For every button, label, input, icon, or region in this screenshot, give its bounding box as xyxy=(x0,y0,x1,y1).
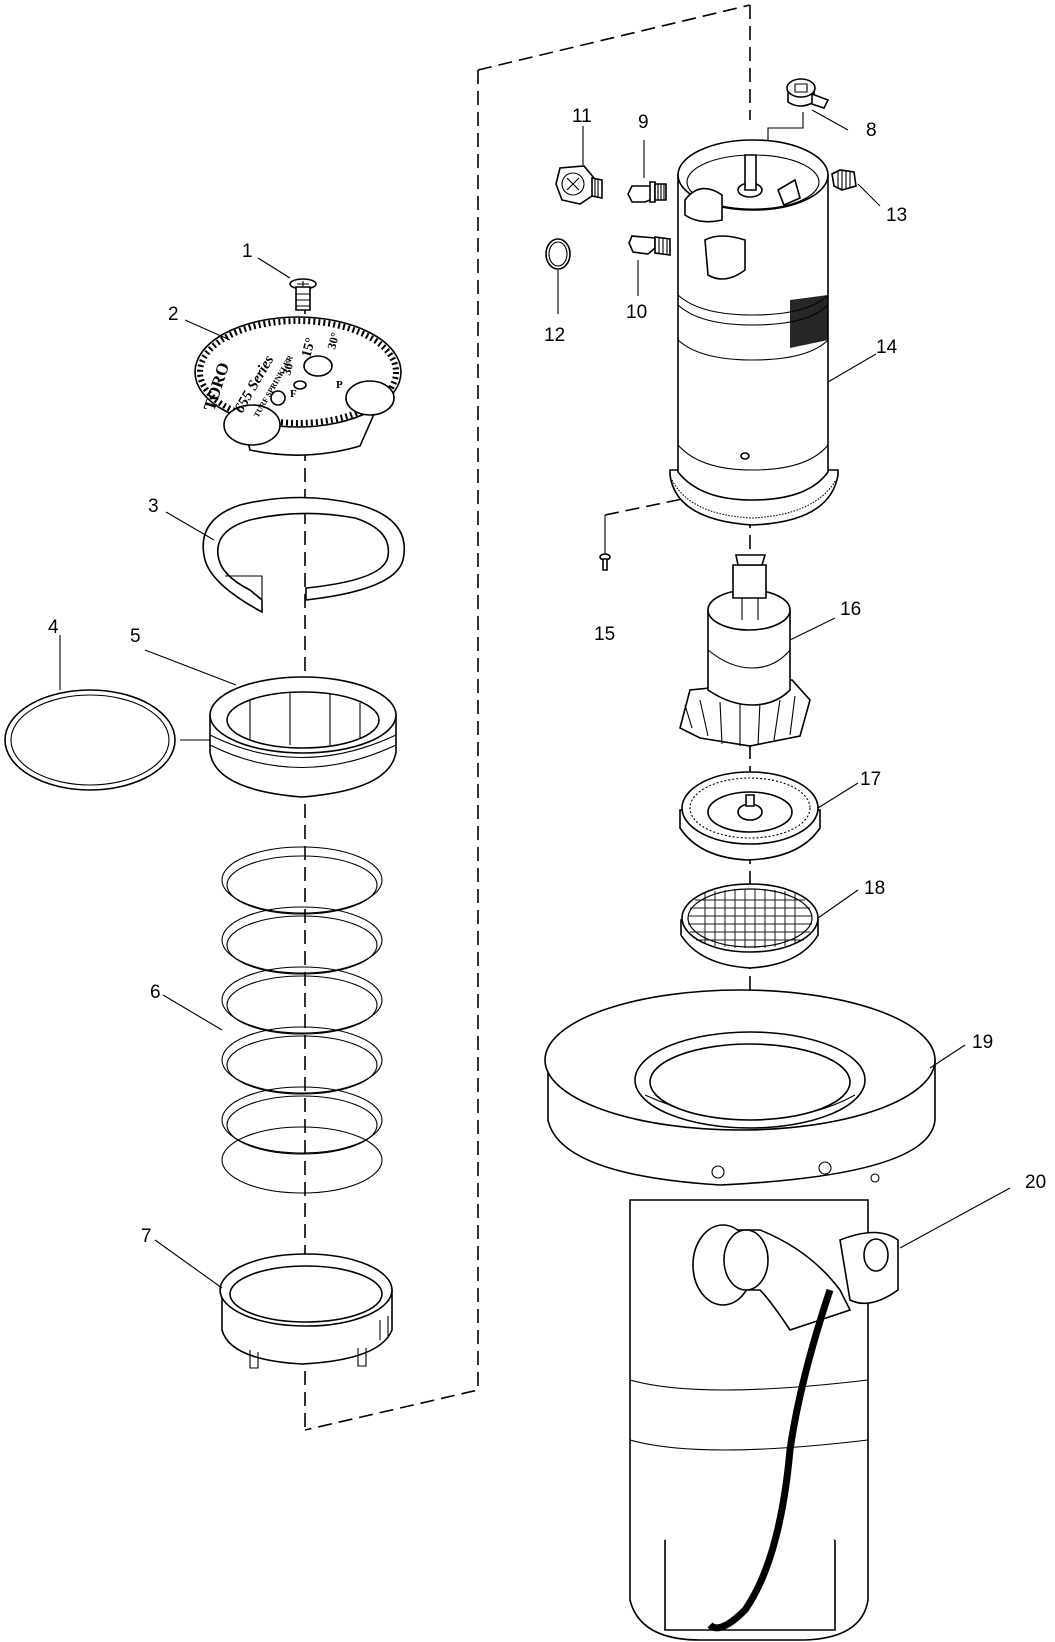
callout-16: 16 xyxy=(840,599,861,620)
part-7-lock-nut xyxy=(219,1253,393,1369)
part-17-valve xyxy=(679,771,821,861)
leader-lines xyxy=(59,109,1011,1289)
callout-4: 4 xyxy=(48,617,59,638)
part-1-screw xyxy=(289,278,317,311)
callout-17: 17 xyxy=(860,769,881,790)
part-12-small-o-ring xyxy=(545,238,571,270)
part-10-nozzle xyxy=(628,235,671,256)
part-16-gear-drive xyxy=(679,554,811,747)
callout-15: 15 xyxy=(594,624,615,645)
callout-9: 9 xyxy=(638,112,649,133)
part-18-screen xyxy=(680,883,819,969)
callout-labels: 1 2 3 4 5 6 7 8 9 10 11 12 13 14 15 16 1… xyxy=(48,106,1046,1247)
part-19-flange-body xyxy=(544,989,936,1641)
part-20-inlet-fitting xyxy=(692,1224,899,1632)
part-9-nozzle xyxy=(627,181,667,203)
part-6-spring xyxy=(221,846,383,1194)
callout-18: 18 xyxy=(864,878,885,899)
part-8-valve-plug xyxy=(767,78,830,150)
cover-arc-left-text: 30° xyxy=(279,357,297,377)
cover-dial-right-text: P xyxy=(336,379,343,391)
part-2-nozzle-cover: TORO 655 Series TURF SPRINKLER 30° 15° 3… xyxy=(194,316,402,456)
callout-6: 6 xyxy=(150,982,161,1003)
part-13-nozzle xyxy=(831,169,857,191)
part-15-screw xyxy=(599,553,611,571)
callout-1: 1 xyxy=(242,241,253,262)
callout-11: 11 xyxy=(572,106,592,127)
callout-14: 14 xyxy=(876,337,898,358)
cover-arc-mid-text: 15° xyxy=(299,336,319,359)
callout-12: 12 xyxy=(544,325,565,346)
callout-8: 8 xyxy=(866,120,877,141)
callout-13: 13 xyxy=(886,205,907,226)
cover-dial-left-text: F xyxy=(290,388,297,400)
callout-19: 19 xyxy=(972,1032,993,1053)
callout-3: 3 xyxy=(148,496,159,517)
callout-20: 20 xyxy=(1025,1172,1046,1193)
part-14-riser-body xyxy=(604,139,839,560)
callout-7: 7 xyxy=(141,1226,152,1247)
part-5-collar xyxy=(180,676,397,798)
part-3-split-ring xyxy=(202,496,405,614)
part-11-nozzle-plug xyxy=(555,165,603,205)
part-4-o-ring xyxy=(4,689,176,791)
callout-2: 2 xyxy=(168,304,179,325)
callout-10: 10 xyxy=(626,302,647,323)
cover-arc-right-text: 30° xyxy=(324,331,342,351)
callout-5: 5 xyxy=(130,626,141,647)
